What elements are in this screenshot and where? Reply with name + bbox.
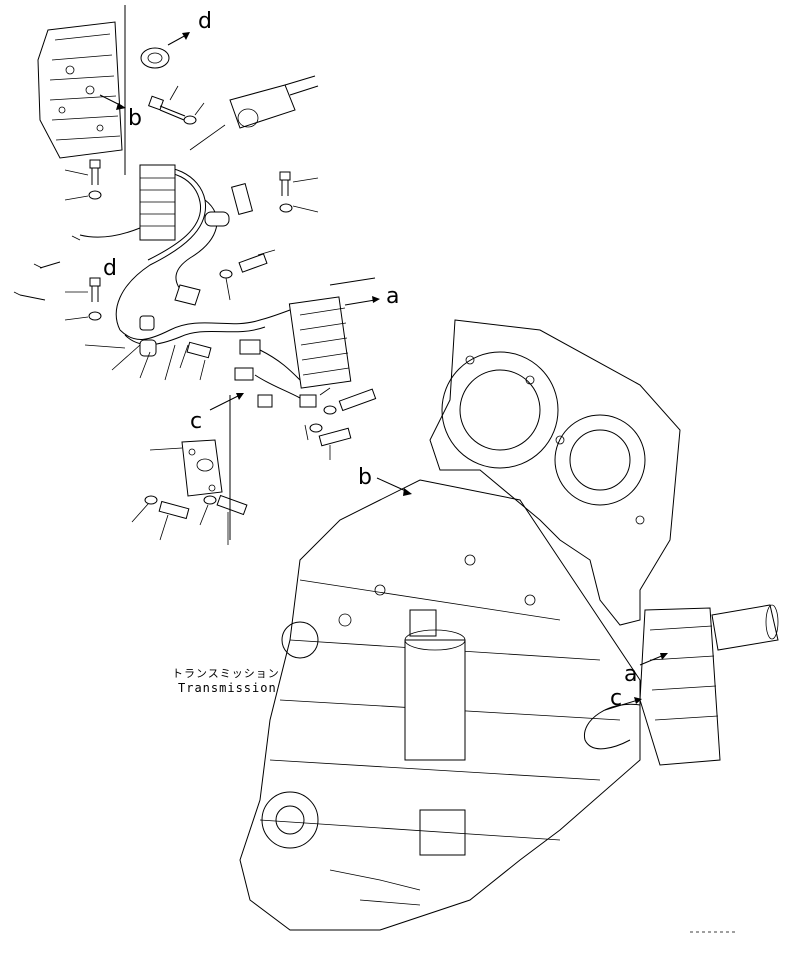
label-d-top: d [198,9,212,34]
arrow-b-top [99,94,126,110]
label-d-mid: d [103,256,117,281]
label-b-lower: b [358,465,372,490]
label-a-upper: a [386,284,399,309]
label-a-lower: a [624,662,637,687]
connector-part-d [140,32,190,69]
bolts-right [219,171,377,460]
transmission-label-english: Transmission [178,681,277,695]
arrow-b-lower [376,477,412,496]
bracket-plate [131,395,248,545]
control-valve-block [37,5,126,175]
valve-right [584,604,779,766]
bolts-left [64,159,212,381]
harness-connectors-right [234,277,376,408]
transmission-label-japanese: トランスミッション [172,667,280,680]
arrow-a-upper [344,296,380,306]
bolt-top [148,85,205,125]
wire-harness [13,164,321,357]
transmission-assembly [239,319,681,931]
label-c-upper: c [190,409,202,434]
label-b-top: b [128,106,142,131]
sensor-top [189,75,319,151]
label-c-lower: c [610,686,622,711]
arrow-c-upper [209,393,244,411]
